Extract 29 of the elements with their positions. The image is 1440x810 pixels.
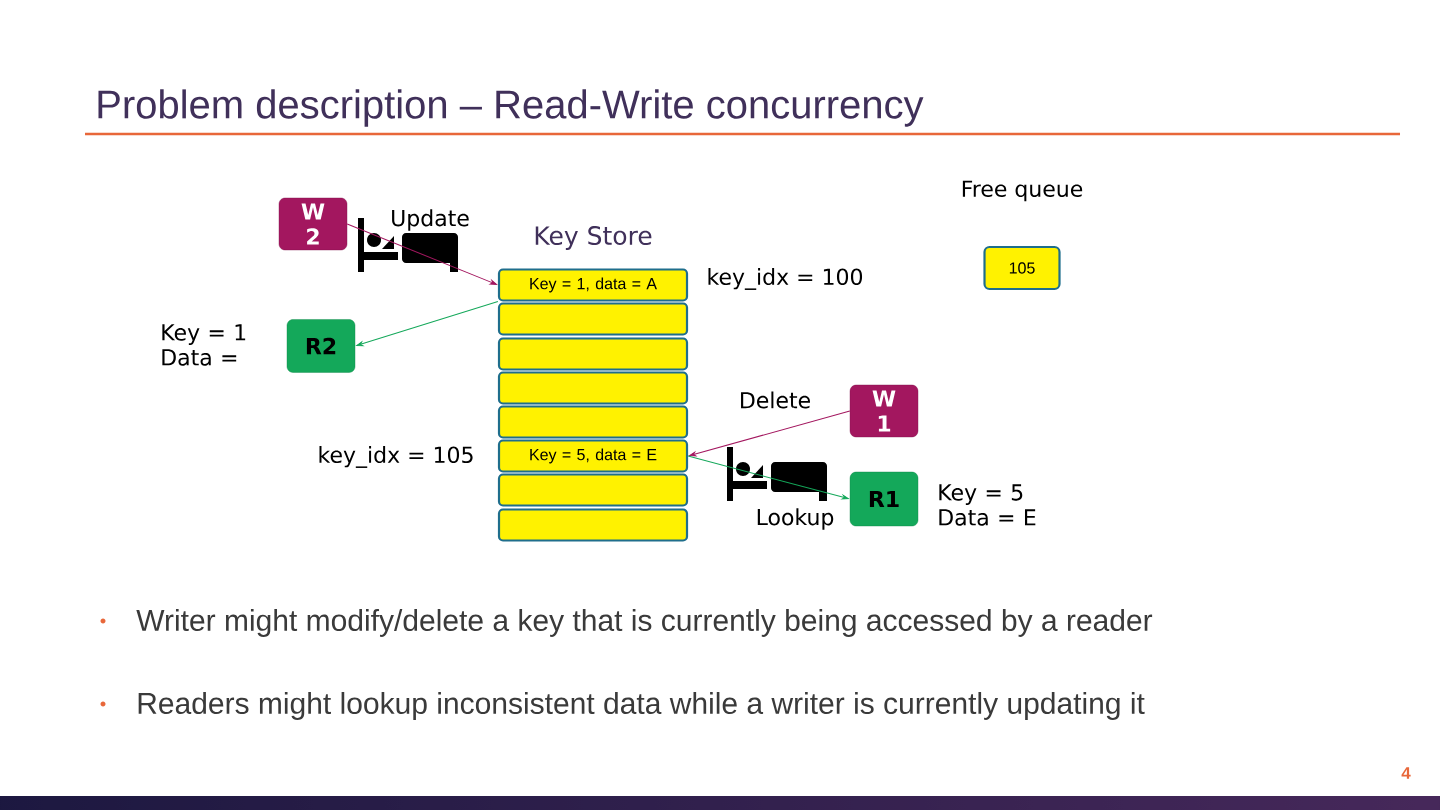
label: Free queue [962,180,1083,202]
arrow [356,301,499,347]
label: key_idx = 105 [319,446,473,468]
slot-box [497,371,689,405]
title: Problem description – Read-Write concurrency [98,89,924,127]
arrow [687,455,849,500]
writer-box: W 2 [278,197,348,251]
label: Update [392,209,469,231]
slot-box [497,473,689,507]
slot-box [497,302,689,336]
label: key_idx = 100 [708,268,863,290]
reader-box: R1 [849,471,919,527]
slot-box [497,337,689,371]
slot-box [497,405,689,439]
bullet-text: Readers might lookup inconsistent data while a writer is currently updating it [138,692,1145,720]
label: Key = 1 Data = [162,324,246,366]
slot-box [497,508,689,542]
writer-box: W 1 [849,384,919,438]
label: Lookup [757,508,834,530]
arrow [689,410,851,457]
reader-box: R2 [286,319,356,373]
slot-box: Key = 1, data = A [497,268,689,302]
label: Delete [741,391,810,409]
label: Key = 5 Data = E [939,484,1036,526]
page-number: 4 [1401,767,1411,779]
queue-slot-box: 105 [983,245,1061,291]
heading: Key Store [535,226,652,250]
slot-box: Key = 5, data = E [497,439,689,473]
bullet-text: Writer might modify/delete a key that is currently being accessed by a reader [136,609,1153,637]
